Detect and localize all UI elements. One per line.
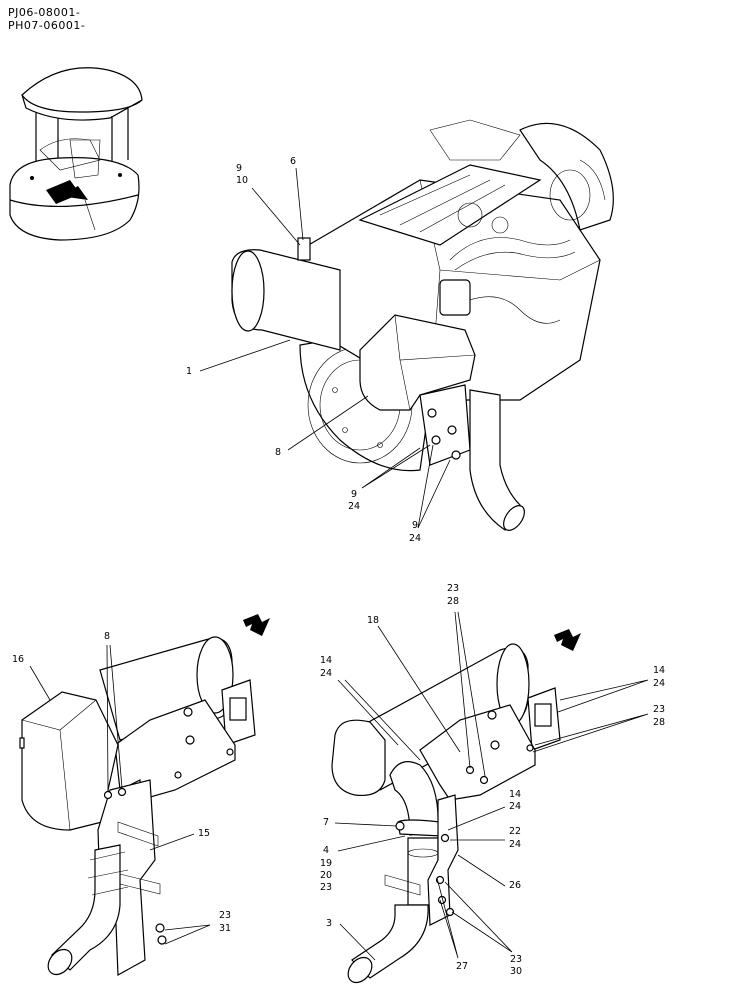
callout-6: 6 (290, 156, 297, 167)
callout-8: 8 (275, 447, 282, 458)
callout-14: 14 (320, 655, 333, 666)
callout-1: 1 (186, 366, 193, 377)
callout-31: 31 (219, 923, 232, 934)
callout-22: 22 (509, 826, 522, 837)
callout-26: 26 (509, 880, 522, 891)
callout-28: 28 (653, 717, 666, 728)
callout-30: 30 (510, 966, 523, 977)
front-direction-arrow-icon (554, 629, 581, 651)
callout-9: 9 (351, 489, 358, 500)
callout-14: 14 (653, 665, 666, 676)
engine-assembly-illustration (231, 119, 614, 531)
machine-location-thumbnail (9, 67, 143, 241)
muffler-pipe-assembly-right (331, 643, 561, 984)
callout-3: 3 (326, 918, 333, 929)
callout-9: 9 (236, 163, 243, 174)
callout-9: 9 (412, 520, 419, 531)
callout-28: 28 (447, 596, 460, 607)
callout-15: 15 (198, 828, 211, 839)
callout-23: 23 (510, 954, 523, 965)
callout-10: 10 (236, 175, 249, 186)
serial-code-1: PJ06-08001- (8, 6, 81, 19)
callout-27: 27 (456, 961, 469, 972)
callout-23: 23 (219, 910, 232, 921)
front-direction-arrow-icon (243, 614, 270, 636)
callout-4: 4 (323, 845, 330, 856)
callout-24: 24 (409, 533, 422, 544)
callout-24: 24 (320, 668, 333, 679)
callout-23: 23 (653, 704, 666, 715)
callout-24: 24 (509, 839, 522, 850)
callout-16: 16 (12, 654, 25, 665)
serial-code-2: PH07-06001- (8, 19, 86, 32)
callout-24: 24 (348, 501, 361, 512)
muffler-cover-assembly-left (19, 636, 256, 976)
callout-leader-lines (29, 167, 649, 961)
callout-7: 7 (323, 817, 330, 828)
callout-23: 23 (447, 583, 460, 594)
callout-23: 23 (320, 882, 333, 893)
callout-19: 19 (320, 858, 333, 869)
callout-24: 24 (509, 801, 522, 812)
callout-18: 18 (367, 615, 380, 626)
callout-14: 14 (509, 789, 522, 800)
callout-20: 20 (320, 870, 333, 881)
callout-8: 8 (104, 631, 111, 642)
callout-24: 24 (653, 678, 666, 689)
